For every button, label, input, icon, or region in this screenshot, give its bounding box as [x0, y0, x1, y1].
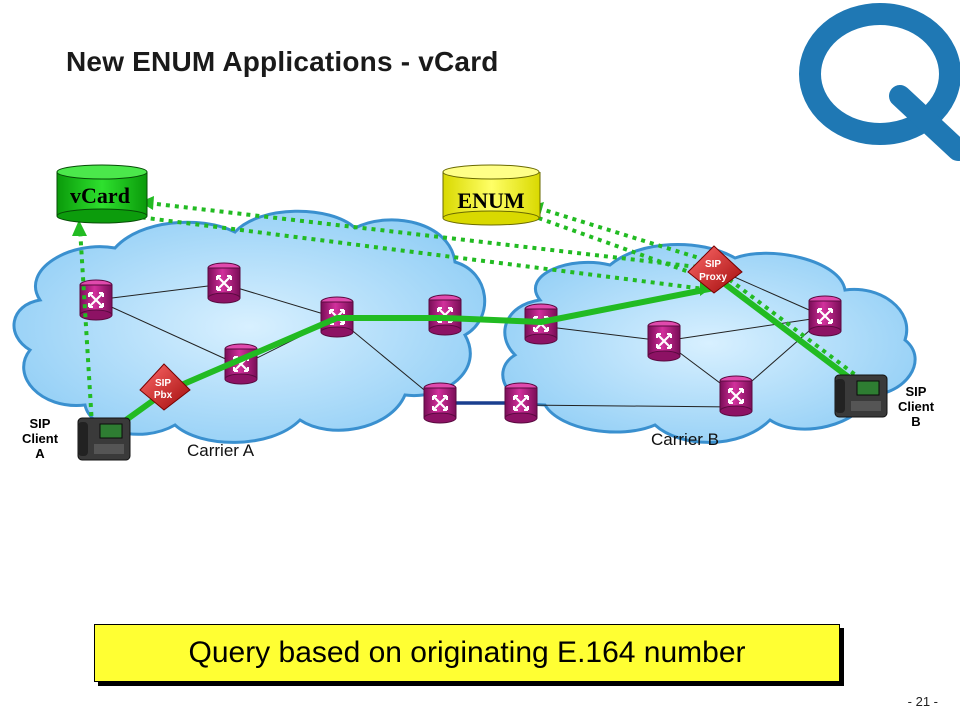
nortel-logo-icon — [799, 3, 960, 161]
sip-client-b-label-line3: B — [911, 414, 920, 429]
ip-phone-icon — [77, 417, 131, 461]
vcard-label: vCard — [70, 183, 130, 208]
sip-client-b-label-line1: SIP — [906, 384, 927, 399]
sip-proxy-icon — [687, 245, 743, 294]
signaling-path-proxy-to-b — [723, 281, 857, 385]
page-number: - 21 - — [907, 694, 938, 709]
sip-client-a-label-line2: Client — [22, 431, 59, 446]
sip-client-a-label-line1: SIP — [30, 416, 51, 431]
vcard-database-icon — [56, 164, 148, 224]
sip-pbx-icon — [139, 363, 191, 411]
sip-proxy-label-line1: SIP — [705, 259, 721, 270]
query-lines — [78, 201, 876, 426]
router-icon — [422, 381, 458, 425]
sip-client-b-label-line2: Client — [898, 399, 935, 414]
router-icon — [503, 381, 539, 425]
carrier-a-label: Carrier A — [187, 441, 255, 460]
router-icon — [807, 294, 843, 338]
ip-phone-icon — [834, 374, 888, 418]
router-icon — [718, 374, 754, 418]
carrier-a-cloud — [12, 209, 487, 444]
sip-proxy-label-line2: Proxy — [699, 272, 727, 283]
enum-database-icon — [442, 164, 541, 226]
enum-label: ENUM — [457, 188, 524, 213]
sip-pbx-label-line1: SIP — [155, 378, 171, 389]
callout-text: Query based on originating E.164 number — [188, 636, 746, 669]
callout-box: Query based on originating E.164 number — [94, 624, 840, 682]
carrier-b-label: Carrier B — [651, 430, 719, 449]
sip-pbx-label-line2: Pbx — [154, 390, 173, 401]
sip-client-a-label-line3: A — [35, 446, 45, 461]
router-icon — [646, 319, 682, 363]
router-icon — [206, 261, 242, 305]
page-title: New ENUM Applications - vCard — [66, 46, 499, 77]
